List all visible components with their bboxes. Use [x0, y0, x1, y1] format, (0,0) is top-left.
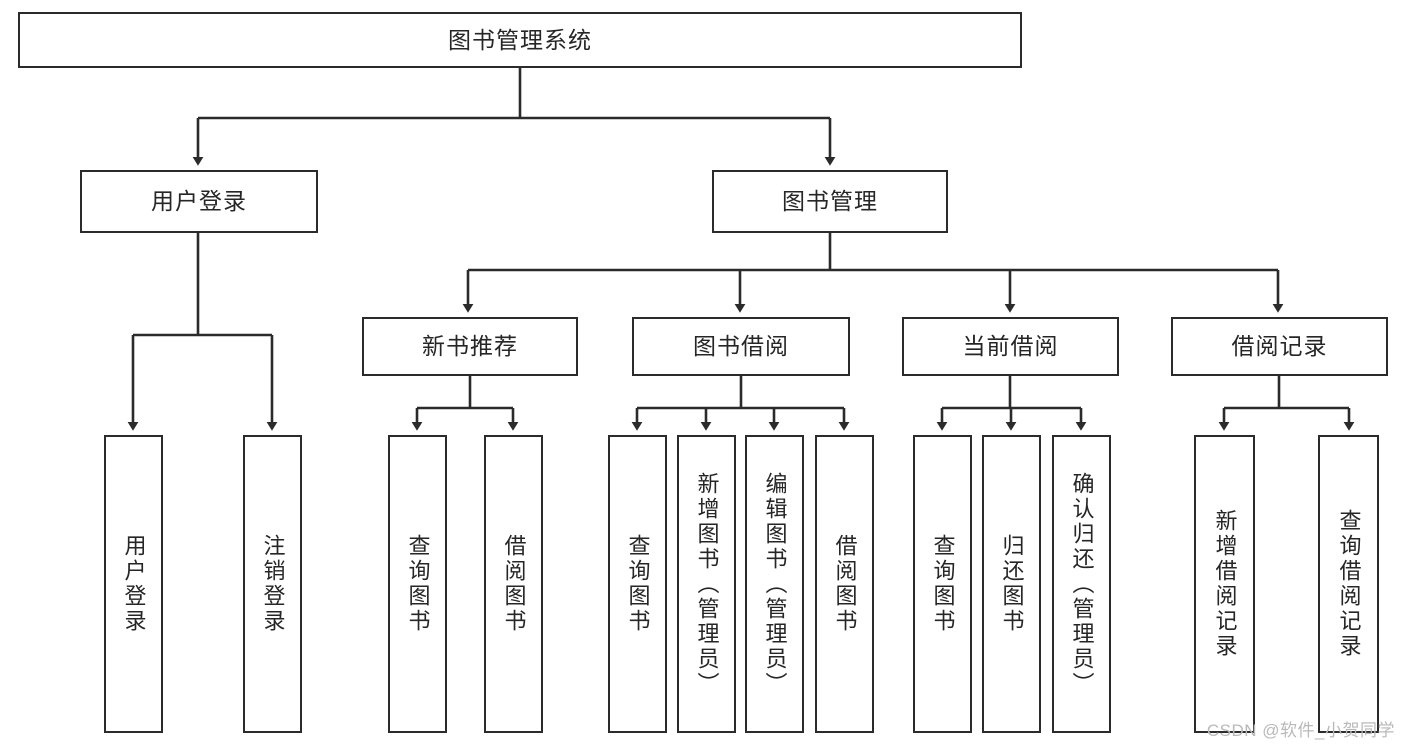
node-book-borrow[interactable]: 图书借阅 — [632, 317, 850, 376]
node-current-borrow[interactable]: 当前借阅 — [902, 317, 1119, 376]
node-leaf-add-borrow-record[interactable]: 新增借阅记录 — [1194, 435, 1255, 733]
node-label: 新增图书（管理员） — [694, 471, 720, 697]
node-leaf-query-borrow-record[interactable]: 查询借阅记录 — [1318, 435, 1379, 733]
node-label: 编辑图书（管理员） — [762, 471, 788, 697]
node-label: 当前借阅 — [962, 333, 1059, 360]
node-label: 新增借阅记录 — [1212, 509, 1238, 659]
node-label: 查询借阅记录 — [1336, 509, 1362, 659]
node-label: 用户登录 — [151, 188, 247, 215]
node-new-book-recommend[interactable]: 新书推荐 — [362, 317, 578, 376]
node-label: 用户登录 — [121, 534, 147, 634]
node-label: 借阅图书 — [501, 534, 527, 634]
node-borrow-record[interactable]: 借阅记录 — [1171, 317, 1388, 376]
node-label: 借阅图书 — [832, 534, 858, 634]
node-leaf-add-book-admin[interactable]: 新增图书（管理员） — [677, 435, 736, 733]
watermark: CSDN @软件_小贺同学 — [1206, 721, 1395, 740]
node-book-management[interactable]: 图书管理 — [712, 170, 948, 233]
node-leaf-borrow-book-recommend[interactable]: 借阅图书 — [484, 435, 543, 733]
node-leaf-query-book-borrow[interactable]: 查询图书 — [608, 435, 667, 733]
node-leaf-borrow-book[interactable]: 借阅图书 — [815, 435, 874, 733]
node-label: 图书管理系统 — [448, 26, 592, 53]
node-user-login[interactable]: 用户登录 — [80, 170, 318, 233]
node-leaf-query-book-current[interactable]: 查询图书 — [913, 435, 972, 733]
node-root-system[interactable]: 图书管理系统 — [18, 12, 1022, 68]
node-leaf-user-login[interactable]: 用户登录 — [104, 435, 163, 733]
node-label: 查询图书 — [405, 534, 431, 634]
node-label: 新书推荐 — [422, 333, 518, 360]
node-leaf-logout[interactable]: 注销登录 — [243, 435, 302, 733]
node-leaf-return-book[interactable]: 归还图书 — [982, 435, 1041, 733]
node-label: 图书借阅 — [693, 333, 789, 360]
node-leaf-confirm-return-admin[interactable]: 确认归还（管理员） — [1052, 435, 1111, 733]
node-label: 归还图书 — [999, 534, 1025, 634]
node-label: 查询图书 — [625, 534, 651, 634]
node-leaf-edit-book-admin[interactable]: 编辑图书（管理员） — [745, 435, 804, 733]
node-label: 查询图书 — [930, 534, 956, 634]
node-label: 图书管理 — [782, 188, 878, 215]
node-leaf-query-book-recommend[interactable]: 查询图书 — [388, 435, 447, 733]
node-label: 确认归还（管理员） — [1069, 471, 1095, 697]
node-label: 注销登录 — [260, 534, 286, 634]
node-label: 借阅记录 — [1231, 333, 1328, 360]
